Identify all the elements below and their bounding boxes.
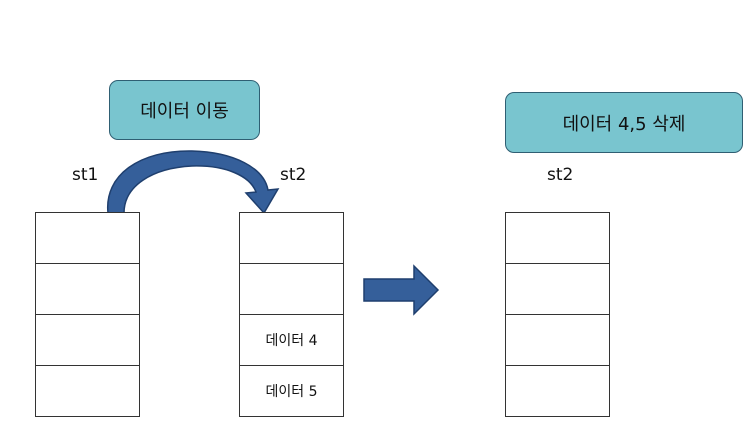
- stack-cell-data-4: 데이터 4: [240, 315, 343, 366]
- stack-cell: [36, 264, 139, 315]
- stack-st2-before: 데이터 4 데이터 5: [239, 212, 344, 417]
- stack-cell: [36, 213, 139, 264]
- stack-cell: [240, 213, 343, 264]
- move-data-label: 데이터 이동: [109, 80, 260, 140]
- stack-cell: [36, 366, 139, 417]
- stack-st1-title: st1: [72, 165, 99, 185]
- curved-move-arrow: [107, 150, 280, 215]
- stack-cell: [36, 315, 139, 366]
- move-data-label-text: 데이터 이동: [140, 101, 229, 122]
- stack-st2-after-title: st2: [547, 165, 574, 185]
- stack-st2-before-title: st2: [280, 165, 307, 185]
- stack-cell: [506, 213, 609, 264]
- stack-cell: [506, 315, 609, 366]
- stack-cell: [506, 366, 609, 417]
- delete-data-label: 데이터 4,5 삭제: [505, 92, 743, 153]
- stack-cell-data-5: 데이터 5: [240, 366, 343, 417]
- stack-st2-after: [505, 212, 610, 417]
- stack-cell: [506, 264, 609, 315]
- block-right-arrow: [363, 264, 440, 316]
- stack-st1: [35, 212, 140, 417]
- stack-cell: [240, 264, 343, 315]
- delete-data-label-text: 데이터 4,5 삭제: [562, 113, 686, 135]
